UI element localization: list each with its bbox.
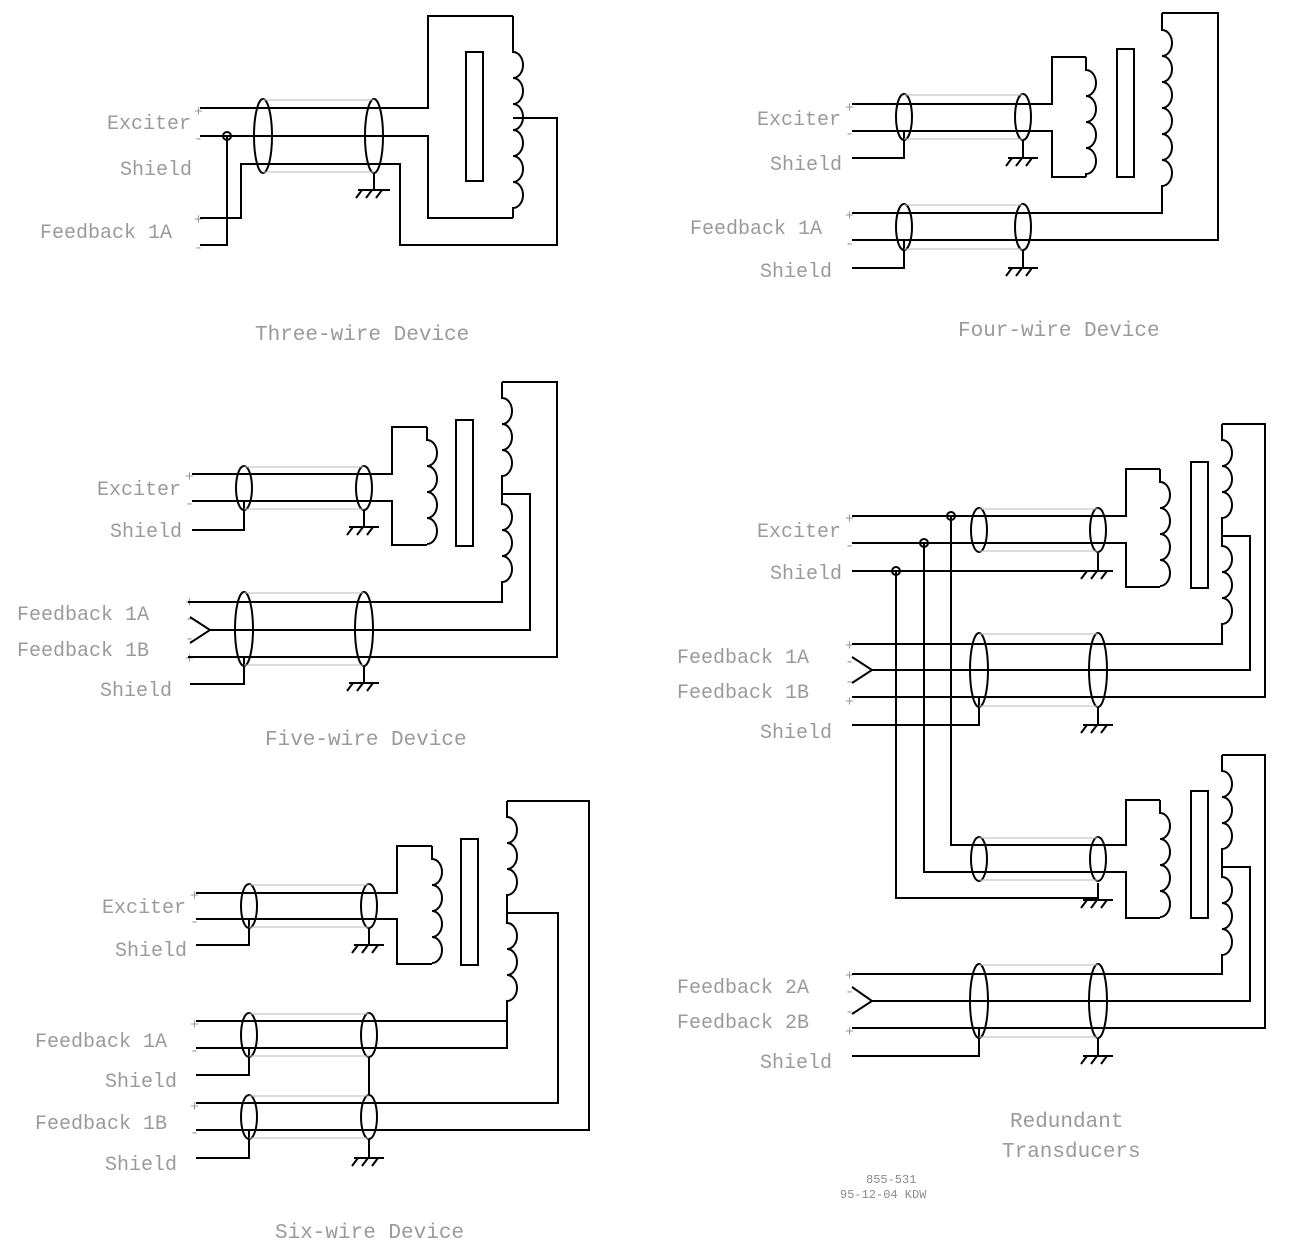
plus-sign: +: [845, 638, 854, 655]
minus-sign: -: [194, 240, 203, 257]
minus-sign: -: [845, 654, 854, 671]
label-shield: Shield: [105, 1071, 177, 1094]
plus-sign: +: [190, 1099, 199, 1116]
label-exciter: Exciter: [107, 113, 191, 136]
minus-sign: -: [194, 131, 203, 148]
redundant-transducers: Exciter Shield Feedback 1A Feedback 1B S…: [677, 423, 1266, 1202]
minus-sign: -: [190, 1043, 199, 1060]
minus-sign: -: [190, 914, 199, 931]
label-feedback-1b: Feedback 1B: [35, 1113, 167, 1136]
label-exciter: Exciter: [102, 897, 186, 920]
label-shield: Shield: [760, 722, 832, 745]
label-exciter: Exciter: [757, 521, 841, 544]
plus-sign: +: [845, 968, 854, 985]
label-shield: Shield: [100, 680, 172, 703]
minus-sign: -: [845, 126, 854, 143]
label-shield: Shield: [770, 563, 842, 586]
label-exciter: Exciter: [97, 479, 181, 502]
four-wire-wiring: [852, 12, 1219, 277]
minus-sign: -: [190, 1125, 199, 1142]
plus-sign: +: [185, 595, 194, 612]
label-shield: Shield: [120, 159, 192, 182]
label-shield: Shield: [115, 940, 187, 963]
label-feedback-1a: Feedback 1A: [17, 604, 149, 627]
plus-sign: +: [190, 1017, 199, 1034]
six-wire-wiring: [196, 800, 590, 1167]
plus-sign: +: [194, 104, 203, 121]
five-wire-wiring: [188, 381, 558, 692]
plus-sign: +: [845, 694, 854, 711]
label-shield: Shield: [770, 154, 842, 177]
drawing-number: 855-531: [866, 1173, 916, 1187]
plus-sign: +: [190, 888, 199, 905]
redundant-wiring: [851, 423, 1266, 1065]
drawing-date-initials: 95-12-04 KDW: [840, 1188, 927, 1202]
minus-sign: -: [845, 674, 854, 691]
three-wire-wiring: [200, 15, 558, 246]
plus-sign: +: [845, 1024, 854, 1041]
caption-five-wire: Five-wire Device: [265, 729, 467, 752]
minus-sign: -: [185, 631, 194, 648]
label-shield: Shield: [110, 521, 182, 544]
label-shield: Shield: [760, 1052, 832, 1075]
label-feedback-1a: Feedback 1A: [35, 1031, 167, 1054]
label-shield: Shield: [760, 261, 832, 284]
plus-sign: +: [845, 511, 854, 528]
plus-sign: +: [845, 100, 854, 117]
plus-sign: +: [185, 651, 194, 668]
six-wire-device: Exciter Shield Feedback 1A Shield Feedba…: [35, 800, 590, 1245]
label-feedback-1a: Feedback 1A: [40, 222, 172, 245]
label-exciter: Exciter: [757, 109, 841, 132]
caption-redundant-line2: Transducers: [1002, 1141, 1141, 1164]
minus-sign: -: [845, 236, 854, 253]
minus-sign: -: [185, 611, 194, 628]
caption-six-wire: Six-wire Device: [275, 1222, 464, 1245]
label-feedback-2a: Feedback 2A: [677, 977, 809, 1000]
label-feedback-2b: Feedback 2B: [677, 1012, 809, 1035]
caption-three-wire: Three-wire Device: [255, 324, 469, 347]
label-feedback-1a: Feedback 1A: [677, 647, 809, 670]
label-feedback-1b: Feedback 1B: [677, 682, 809, 705]
minus-sign: -: [845, 984, 854, 1001]
label-feedback-1b: Feedback 1B: [17, 640, 149, 663]
minus-sign: -: [185, 496, 194, 513]
minus-sign: -: [845, 538, 854, 555]
three-wire-device: Exciter Shield Feedback 1A + - + - Three…: [40, 15, 558, 347]
plus-sign: +: [185, 469, 194, 486]
label-shield: Shield: [105, 1154, 177, 1177]
caption-redundant-line1: Redundant: [1010, 1111, 1123, 1134]
five-wire-device: Exciter Shield Feedback 1A Feedback 1B S…: [17, 381, 558, 752]
caption-four-wire: Four-wire Device: [958, 320, 1160, 343]
plus-sign: +: [194, 212, 203, 229]
label-feedback-1a: Feedback 1A: [690, 218, 822, 241]
plus-sign: +: [845, 208, 854, 225]
four-wire-device: Exciter Shield Feedback 1A Shield + - + …: [690, 12, 1219, 343]
minus-sign: -: [845, 1004, 854, 1021]
